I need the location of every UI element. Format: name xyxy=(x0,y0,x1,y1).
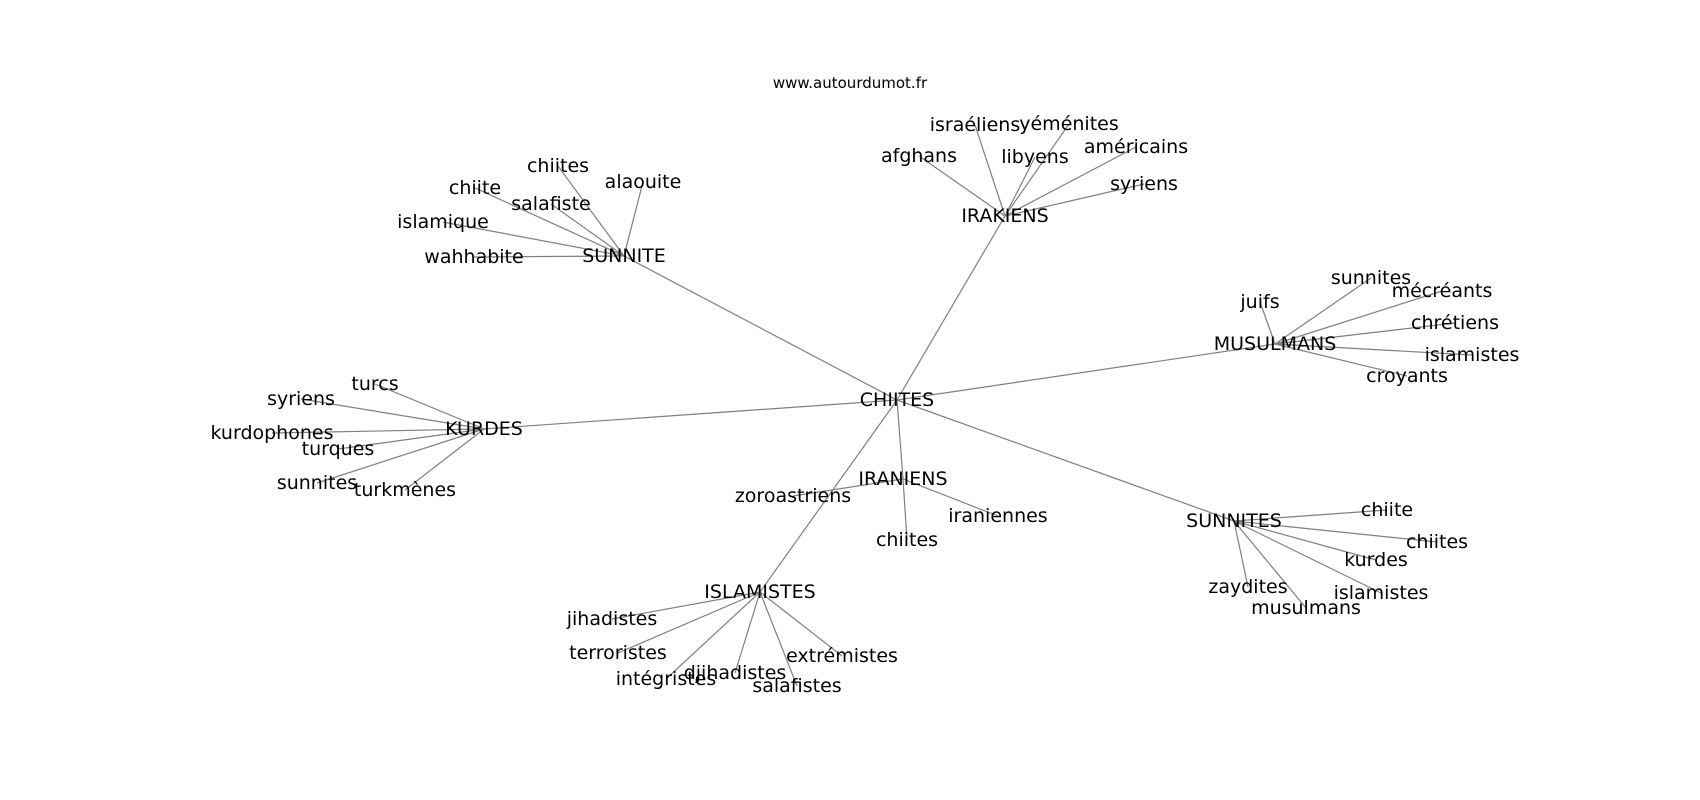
leaf-node-label: salafistes xyxy=(752,675,841,697)
leaf-node-label: yéménites xyxy=(1019,113,1119,135)
edge-hub-leaf xyxy=(1274,343,1408,377)
leaf-node-label: mécréants xyxy=(1392,280,1493,302)
edge-hub-leaf xyxy=(623,181,644,257)
leaf-node-label: turkmènes xyxy=(354,479,456,501)
leaf-node-label: alaouite xyxy=(605,171,682,193)
hub-node-label: IRANIENS xyxy=(858,468,947,490)
edge-hub-leaf xyxy=(1233,520,1438,543)
edge-hub-leaf xyxy=(734,591,761,674)
edge-hub-leaf xyxy=(1004,146,1137,217)
edge-hub-leaf xyxy=(617,591,761,654)
edge-hub-leaf xyxy=(1004,183,1145,217)
edge-root-hub xyxy=(896,343,1276,401)
edge-hub-leaf xyxy=(300,398,485,430)
leaf-node-label: afghans xyxy=(881,145,957,167)
edge-hub-leaf xyxy=(1233,520,1377,561)
leaf-node-label: sunnites xyxy=(1331,267,1411,289)
leaf-node-label: chiite xyxy=(1361,499,1413,521)
leaf-node-label: turcs xyxy=(351,373,398,395)
edge-hub-leaf xyxy=(474,187,625,257)
leaf-node-label: sunnites xyxy=(277,472,357,494)
leaf-node-label: salafiste xyxy=(511,193,590,215)
hub-node-label: IRAKIENS xyxy=(961,205,1048,227)
leaf-node-label: turques xyxy=(302,438,375,460)
edge-hub-leaf xyxy=(1259,301,1276,345)
edge-root-hub xyxy=(759,399,898,593)
edge-hub-leaf xyxy=(1274,343,1473,356)
edge-hub-leaf xyxy=(1004,156,1036,217)
leaf-node-label: iraniennes xyxy=(948,505,1047,527)
hub-node-label: ISLAMISTES xyxy=(704,581,815,603)
hub-node-label: MUSULMANS xyxy=(1214,333,1337,355)
edge-hub-leaf xyxy=(337,428,485,450)
edge-hub-leaf xyxy=(473,255,625,258)
edge-hub-leaf xyxy=(404,428,485,491)
leaf-node-label: terroristes xyxy=(569,642,667,664)
leaf-node-label: chiites xyxy=(1406,531,1468,553)
leaf-node-label: kurdophones xyxy=(211,422,334,444)
leaf-node-label: libyens xyxy=(1001,146,1069,168)
edge-hub-leaf xyxy=(442,221,625,257)
edge-hub-leaf xyxy=(902,478,999,517)
edge-root-hub xyxy=(896,399,1235,522)
edge-hub-leaf xyxy=(1274,322,1456,345)
leaf-node-label: zoroastriens xyxy=(735,485,851,507)
edge-hub-leaf xyxy=(974,124,1006,217)
edge-hub-leaf xyxy=(902,478,908,541)
edge-hub-leaf xyxy=(1233,509,1388,522)
root-node-label: CHIITES xyxy=(860,389,934,411)
leaf-node-label: américains xyxy=(1084,136,1188,158)
leaf-node-label: kurdes xyxy=(1344,549,1408,571)
leaf-node-label: extrémistes xyxy=(786,645,898,667)
leaf-node-label: musulmans xyxy=(1251,597,1361,619)
edge-hub-leaf xyxy=(759,591,798,687)
leaf-node-label: wahhabite xyxy=(424,246,523,268)
leaf-node-label: chiite xyxy=(449,177,501,199)
leaf-node-label: croyants xyxy=(1366,365,1448,387)
edge-hub-leaf xyxy=(1274,277,1372,345)
edge-hub-leaf xyxy=(374,383,485,430)
edge-hub-leaf xyxy=(759,591,843,657)
leaf-node-label: djihadistes xyxy=(684,662,787,684)
edge-hub-leaf xyxy=(557,165,625,257)
edge-hub-leaf xyxy=(918,155,1006,217)
edge-hub-leaf xyxy=(316,428,485,484)
edge-hub-leaf xyxy=(665,591,761,680)
edge-hub-leaf xyxy=(1233,520,1249,588)
edge-hub-leaf xyxy=(1233,520,1307,609)
leaf-node-label: juifs xyxy=(1239,291,1279,313)
leaf-node-label: islamistes xyxy=(1334,582,1429,604)
edge-hub-leaf xyxy=(792,478,904,497)
edge-root-hub xyxy=(896,399,904,480)
edge-hub-leaf xyxy=(1004,123,1070,217)
hub-node-label: KURDES xyxy=(445,418,523,440)
edge-root-hub xyxy=(896,215,1006,401)
leaf-node-label: zaydites xyxy=(1208,576,1287,598)
edge-hub-leaf xyxy=(271,428,485,434)
leaf-node-label: syriens xyxy=(267,388,335,410)
site-label: www.autourdumot.fr xyxy=(772,74,928,92)
edge-hub-leaf xyxy=(611,591,761,620)
leaf-node-label: islamistes xyxy=(1425,344,1520,366)
leaf-node-label: chrétiens xyxy=(1411,312,1499,334)
edge-hub-leaf xyxy=(1233,520,1382,594)
hub-node-label: SUNNITES xyxy=(1186,510,1282,532)
leaf-node-label: syriens xyxy=(1110,173,1178,195)
leaf-node-label: intégristes xyxy=(616,668,717,690)
edge-hub-leaf xyxy=(1274,290,1443,345)
leaf-node-label: chiites xyxy=(527,155,589,177)
leaf-node-label: israéliens xyxy=(930,114,1021,136)
edge-root-hub xyxy=(623,255,898,401)
hub-node-label: SUNNITE xyxy=(582,245,666,267)
leaf-node-label: islamique xyxy=(397,211,489,233)
edge-hub-leaf xyxy=(550,203,625,257)
leaf-node-label: jihadistes xyxy=(566,608,658,630)
leaf-node-label: chiites xyxy=(876,529,938,551)
edge-root-hub xyxy=(483,399,898,430)
